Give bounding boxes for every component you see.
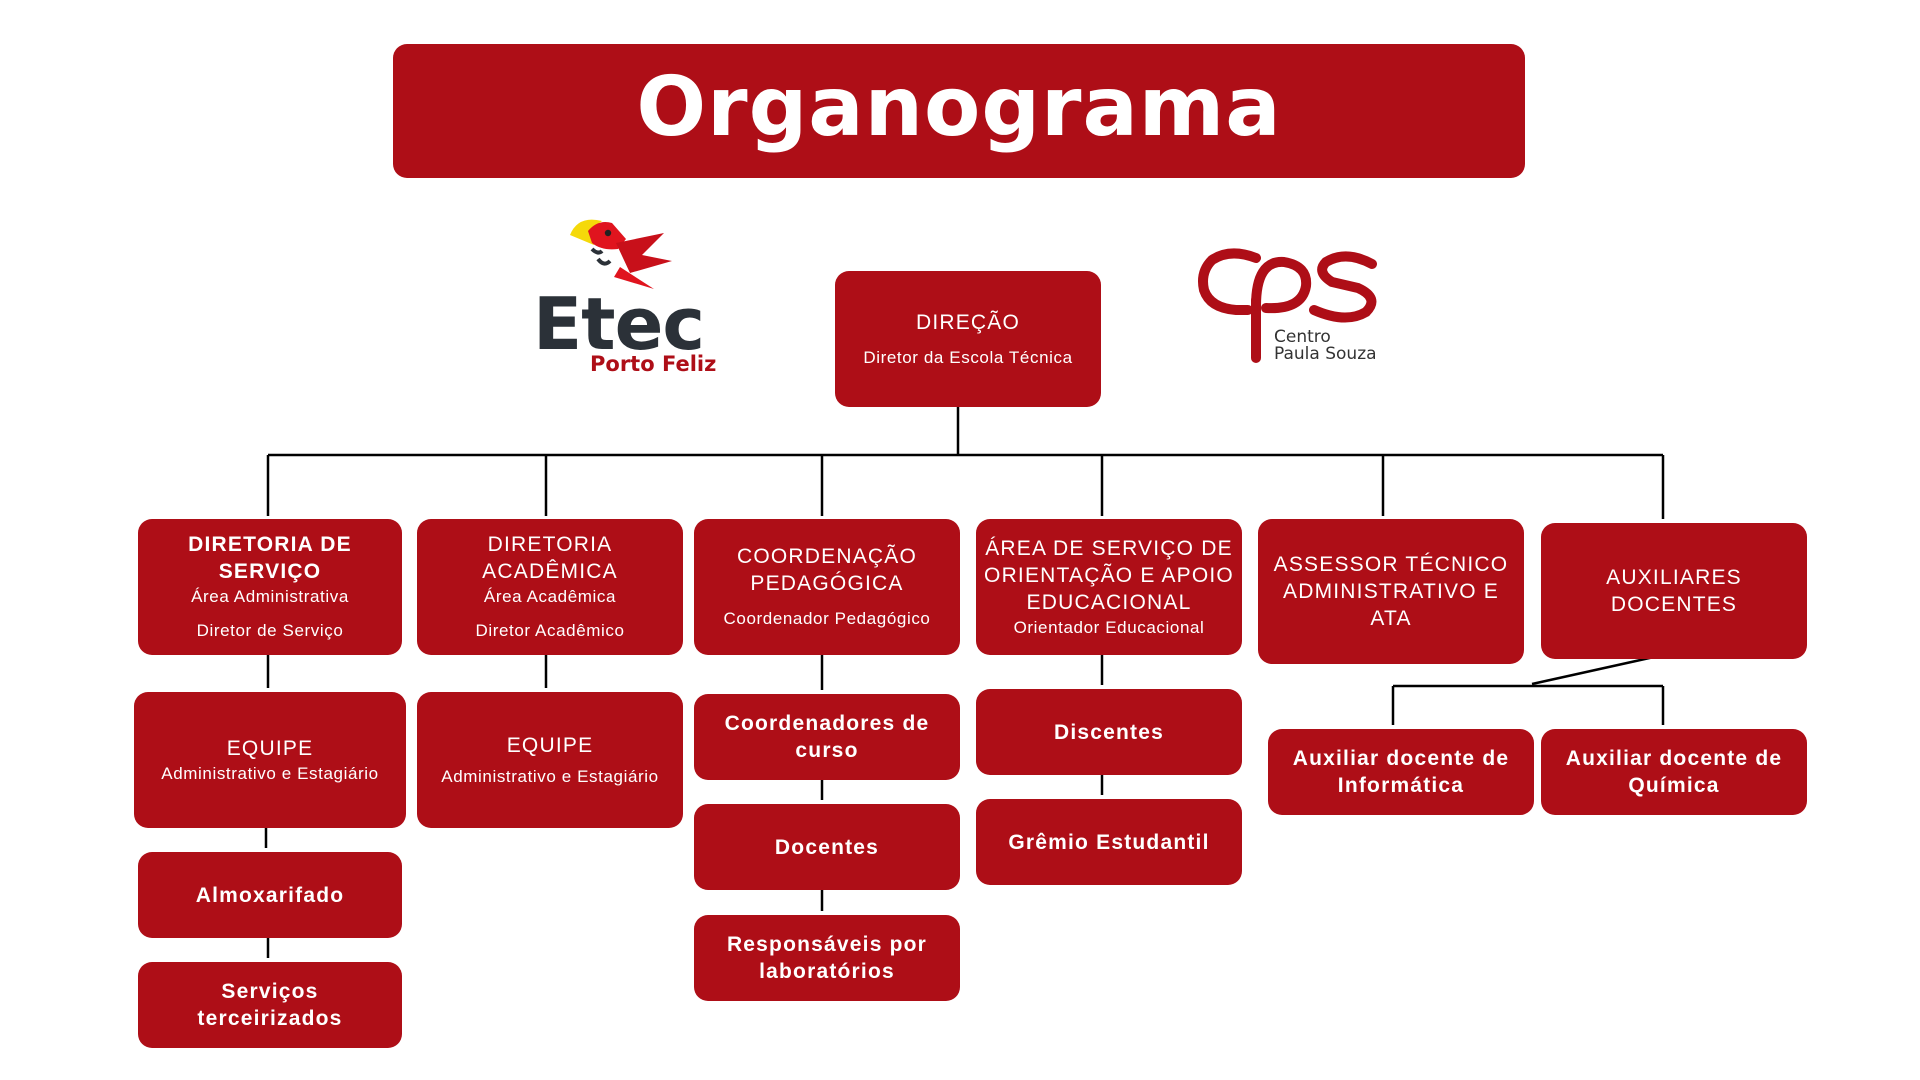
node-subtitle: Administrativo e Estagiário	[441, 766, 659, 786]
node-title-line: DIRETORIA DE	[188, 533, 352, 556]
node-title-line: COORDENAÇÃO	[736, 545, 918, 568]
node-orientacao-educacional: ÁREA DE SERVIÇO DE ORIENTAÇÃO E APOIO ED…	[976, 519, 1242, 655]
parrot-icon	[570, 219, 672, 289]
cps-subtitle-line1: Centro	[1274, 327, 1331, 347]
node-title-line: ATA	[1370, 607, 1412, 630]
etec-wordmark: Etec	[533, 282, 705, 366]
node-title-line: Auxiliar docente de	[1565, 747, 1783, 770]
node-title: Serviços terceirizados	[197, 980, 343, 1030]
node-equipe-servico: EQUIPE Administrativo e Estagiário	[134, 692, 406, 828]
cps-monogram-icon	[1198, 248, 1377, 363]
node-title: AUXILIARES DOCENTES	[1606, 566, 1742, 616]
node-auxiliar-informatica: Auxiliar docente de Informática	[1268, 729, 1534, 815]
page-title: Organograma	[636, 59, 1282, 155]
node-subtitle: Coordenador Pedagógico	[723, 609, 931, 628]
node-title: EQUIPE	[226, 736, 314, 760]
node-subtitle: Administrativo e Estagiário	[161, 763, 379, 783]
node-diretoria-academica: DIRETORIA ACADÊMICA Área Acadêmica Diret…	[417, 519, 683, 655]
node-title-line: ÁREA DE SERVIÇO DE	[985, 536, 1233, 560]
node-coordenadores-curso: Coordenadores de curso	[694, 694, 960, 780]
node-coordenacao-pedagogica: COORDENAÇÃO PEDAGÓGICA Coordenador Pedag…	[694, 519, 960, 655]
node-title-line: DIRETORIA	[487, 533, 613, 556]
etec-subtitle: Porto Feliz	[590, 352, 717, 376]
node-title: Docentes	[774, 835, 880, 859]
node-title-line: ORIENTAÇÃO E APOIO	[984, 563, 1234, 587]
node-title: Grêmio Estudantil	[1008, 830, 1210, 854]
node-title: EQUIPE	[506, 733, 594, 757]
node-title-line: PEDAGÓGICA	[750, 572, 904, 595]
node-almoxarifado: Almoxarifado	[138, 852, 402, 938]
node-title-line: curso	[795, 739, 859, 762]
node-discentes: Discentes	[976, 689, 1242, 775]
node-subtitle: Diretor da Escola Técnica	[863, 347, 1073, 367]
node-title: DIREÇÃO	[915, 310, 1021, 334]
node-assessor-tecnico: ASSESSOR TÉCNICO ADMINISTRATIVO E ATA	[1258, 519, 1524, 664]
node-servicos-terceirizados: Serviços terceirizados	[138, 962, 402, 1048]
cps-subtitle: Centro Paula Souza	[1274, 329, 1377, 363]
node-title-line: Informática	[1337, 774, 1465, 797]
cps-subtitle-line2: Paula Souza	[1274, 344, 1377, 364]
node-title-line: ADMINISTRATIVO E	[1283, 580, 1499, 603]
node-title: Almoxarifado	[195, 883, 345, 907]
node-title-line: SERVIÇO	[218, 560, 322, 583]
node-title-line: laboratórios	[759, 960, 895, 983]
node-subtitle: Diretor Acadêmico	[475, 621, 625, 640]
node-title-line: ACADÊMICA	[482, 560, 618, 583]
node-gremio-estudantil: Grêmio Estudantil	[976, 799, 1242, 885]
node-title-line: ASSESSOR TÉCNICO	[1273, 553, 1509, 576]
node-title-line: Responsáveis por	[726, 933, 928, 956]
node-subtitle: Área Administrativa	[191, 587, 349, 606]
node-title-line: Química	[1628, 774, 1720, 797]
node-responsaveis-laboratorios: Responsáveis por laboratórios	[694, 915, 960, 1001]
node-subtitle: Área Acadêmica	[483, 587, 617, 606]
node-subtitle: Diretor de Serviço	[196, 621, 344, 640]
node-docentes: Docentes	[694, 804, 960, 890]
node-auxiliares-docentes: AUXILIARES DOCENTES	[1541, 523, 1807, 659]
title-banner: Organograma	[393, 44, 1525, 178]
node-title-line: Coordenadores de	[724, 712, 930, 735]
node-auxiliar-quimica: Auxiliar docente de Química	[1541, 729, 1807, 815]
node-subtitle: Orientador Educacional	[1013, 617, 1205, 637]
node-title: Discentes	[1053, 720, 1165, 744]
node-equipe-academica: EQUIPE Administrativo e Estagiário	[417, 692, 683, 828]
node-title-line: Auxiliar docente de	[1292, 747, 1510, 770]
node-direcao: DIREÇÃO Diretor da Escola Técnica	[835, 271, 1101, 407]
node-title-line: EDUCACIONAL	[1026, 590, 1192, 614]
node-diretoria-servico: DIRETORIA DE SERVIÇO Área Administrativa…	[138, 519, 402, 655]
